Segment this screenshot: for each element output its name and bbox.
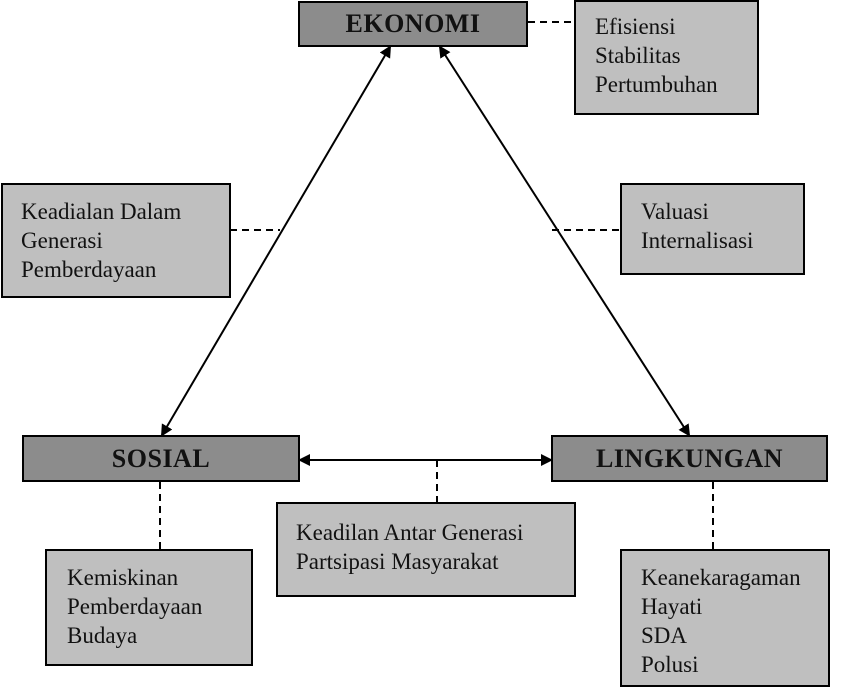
box-lingkungan-attributes: Keanekaragaman Hayati SDA Polusi <box>620 549 830 687</box>
node-lingkungan-label: LINGKUNGAN <box>595 443 783 473</box>
node-ekonomi: EKONOMI <box>298 1 528 47</box>
box-ekonomi-lingkungan: Valuasi Internalisasi <box>620 183 805 275</box>
box-text-line: Internalisasi <box>641 228 754 253</box>
box-text-line: SDA <box>641 623 688 648</box>
box-sosial-lingkungan: Keadilan Antar Generasi Partsipasi Masya… <box>276 502 576 597</box>
box-ekonomi-sosial: Keadialan Dalam Generasi Pemberdayaan <box>1 183 231 298</box>
node-ekonomi-label: EKONOMI <box>345 9 481 38</box>
node-sosial-label: SOSIAL <box>111 443 211 473</box>
node-lingkungan: LINGKUNGAN <box>551 435 828 482</box>
box-ekonomi-attributes: Efisiensi Stabilitas Pertumbuhan <box>574 0 759 115</box>
box-text-line: Kemiskinan <box>67 565 179 590</box>
box-text-line: Efisiensi <box>595 14 676 39</box>
box-text-line: Polusi <box>641 652 699 677</box>
box-text-line: Keadilan Antar Generasi <box>296 520 524 545</box>
box-text-line: Keanekaragaman <box>641 565 801 590</box>
box-text-line: Pertumbuhan <box>595 72 718 97</box>
arrow-ekonomi-sosial <box>160 45 392 437</box>
box-text-line: Valuasi <box>641 199 709 224</box>
box-text-line: Generasi <box>21 228 103 253</box>
node-sosial: SOSIAL <box>22 435 300 482</box>
box-sosial-attributes: Kemiskinan Pemberdayaan Budaya <box>45 549 253 666</box>
box-text-line: Hayati <box>641 594 703 619</box>
box-text-line: Budaya <box>67 623 138 648</box>
arrow-ekonomi-lingkungan <box>438 45 691 437</box>
box-text-line: Stabilitas <box>595 43 681 68</box>
box-text-line: Keadialan Dalam <box>21 199 182 224</box>
box-text-line: Pemberdayaan <box>67 594 203 619</box>
box-text-line: Pemberdayaan <box>21 257 157 282</box>
box-text-line: Partsipasi Masyarakat <box>296 549 499 574</box>
